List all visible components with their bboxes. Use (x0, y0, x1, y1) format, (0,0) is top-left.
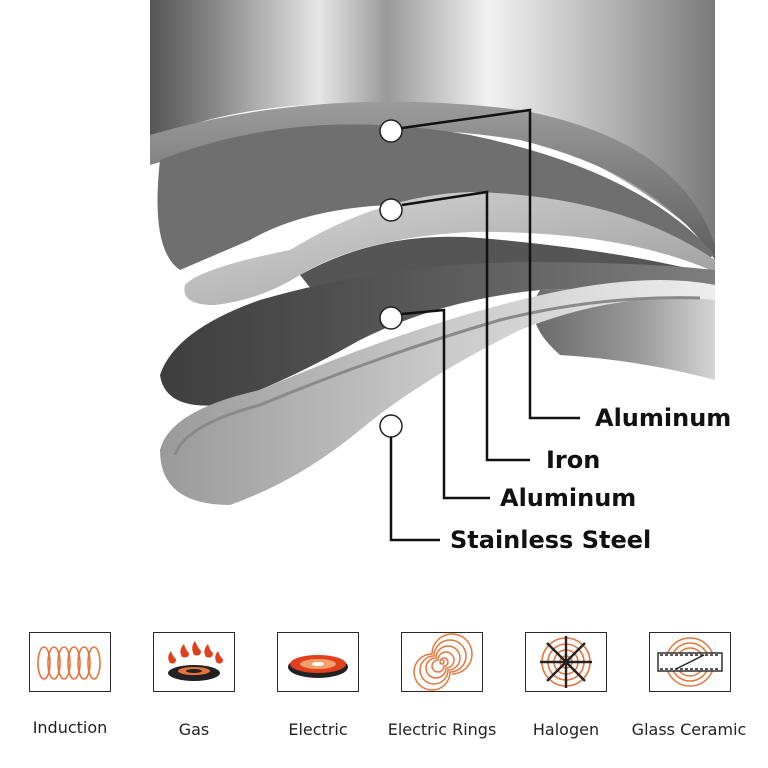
cooktop-label-halogen: Halogen (532, 720, 600, 739)
electric-rings-icon-box (401, 632, 483, 692)
glass-ceramic-icon-box (649, 632, 731, 692)
cooktop-label-electric: Electric (288, 720, 348, 739)
electric-rings-icon (413, 633, 473, 691)
layer-label-stainless-steel: Stainless Steel (450, 526, 652, 554)
electric-icon-box (277, 632, 359, 692)
layer-stainless-steel (160, 280, 715, 505)
cooktop-label-electric-rings: Electric Rings (387, 720, 497, 739)
induction-coil-icon (37, 646, 101, 680)
cooktop-label-gas: Gas (178, 720, 210, 739)
cooktop-label-induction: Induction (32, 718, 108, 737)
layer-aluminum-bottom (160, 262, 715, 406)
cooktop-label-glass-ceramic: Glass Ceramic (631, 720, 747, 739)
halogen-icon (540, 636, 592, 688)
induction-icon-box (29, 632, 111, 692)
layer-label-aluminum-bottom: Aluminum (500, 484, 637, 512)
layer-label-aluminum-top: Aluminum (595, 404, 732, 432)
gas-icon-box (153, 632, 235, 692)
layer-iron (184, 192, 715, 305)
layer-label-iron: Iron (546, 446, 601, 474)
callout-lines (389, 108, 580, 542)
gas-burner-icon (168, 641, 223, 681)
halogen-icon-box (525, 632, 607, 692)
pot-body (150, 0, 715, 261)
cookware-layers-illustration (150, 0, 715, 542)
electric-plate-icon (288, 655, 348, 678)
glass-ceramic-icon (657, 637, 723, 687)
